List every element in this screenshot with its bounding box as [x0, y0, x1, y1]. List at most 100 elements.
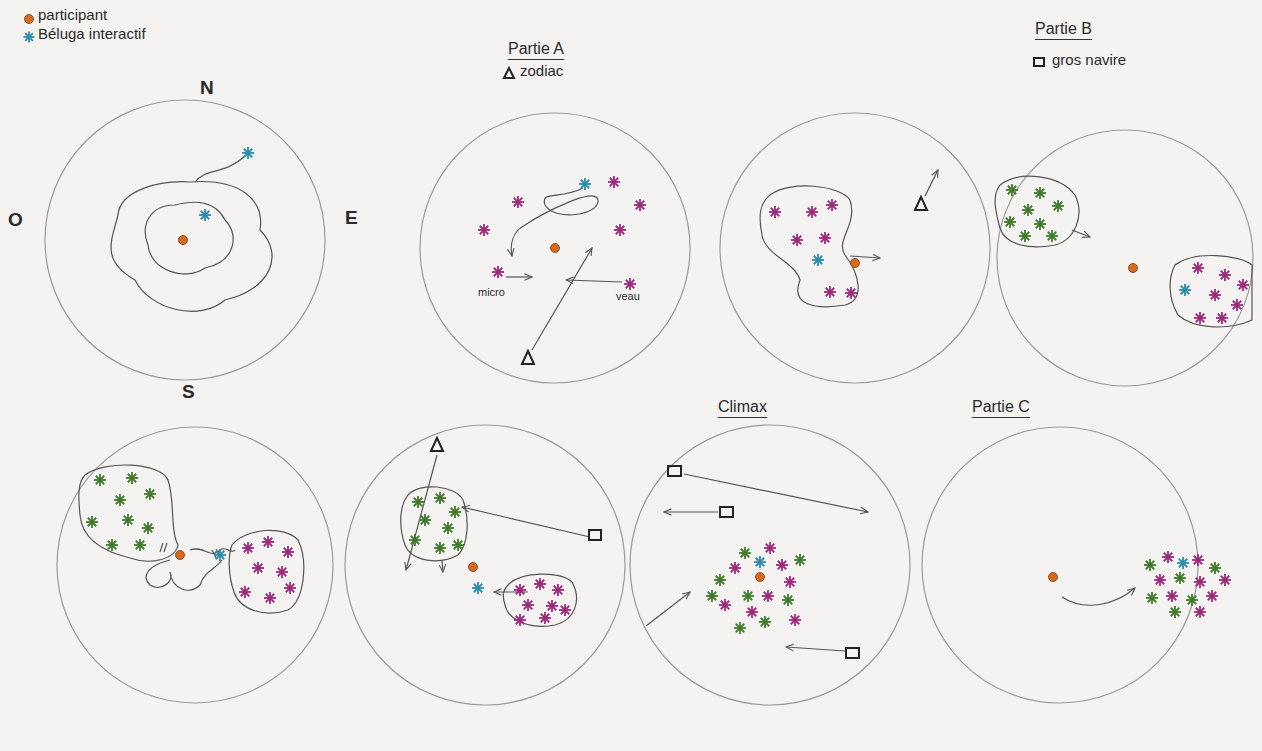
beluga-star	[454, 541, 462, 549]
beluga-star	[761, 618, 769, 626]
boat-symbols	[431, 197, 927, 658]
beluga-star	[1021, 232, 1029, 240]
panel-circles	[45, 100, 1253, 705]
compass-letter: N	[200, 78, 214, 99]
participant-dot	[1049, 573, 1058, 582]
compass-letter: O	[8, 210, 23, 231]
beluga-star	[1239, 281, 1247, 289]
beluga-star	[610, 178, 618, 186]
beluga-star	[786, 578, 794, 586]
beluga-star	[1054, 202, 1062, 210]
beluga-star	[766, 544, 774, 552]
legend-symbol	[502, 66, 516, 80]
beluga-star	[828, 201, 836, 209]
beluga-star	[1176, 574, 1184, 582]
beluga-star	[514, 198, 522, 206]
beluga-star	[1156, 576, 1164, 584]
legend-text: gros navire	[1052, 52, 1126, 69]
beluga-star	[748, 608, 756, 616]
beluga-star	[494, 268, 502, 276]
beluga-star	[1036, 220, 1044, 228]
beluga-star	[554, 586, 562, 594]
beluga-star	[144, 524, 152, 532]
participant-dot	[756, 573, 765, 582]
beluga-star	[1148, 594, 1156, 602]
beluga-star	[254, 564, 262, 572]
beluga-star	[278, 568, 286, 576]
beluga-star	[1164, 553, 1172, 561]
beluga-star	[1008, 186, 1016, 194]
beluga-star	[847, 289, 855, 297]
beluga-star	[1211, 564, 1219, 572]
beluga-star	[1179, 559, 1187, 567]
beluga-star	[793, 236, 801, 244]
beluga-star	[241, 588, 249, 596]
beluga-star	[1188, 596, 1196, 604]
beluga-star	[741, 549, 749, 557]
beluga-star	[1194, 556, 1202, 564]
beluga-star	[778, 561, 786, 569]
part-title: Partie B	[1035, 20, 1092, 40]
beluga-star	[516, 586, 524, 594]
legend-swatch	[22, 12, 36, 26]
beluga-star	[244, 544, 252, 552]
beluga-star	[1168, 592, 1176, 600]
beluga-star	[201, 211, 209, 219]
part-title: Climax	[718, 398, 767, 418]
beluga-star	[284, 548, 292, 556]
note-label: micro	[478, 286, 505, 298]
beluga-star	[731, 564, 739, 572]
beluga-star	[1181, 286, 1189, 294]
beluga-marks	[86, 147, 1249, 634]
beluga-star	[266, 594, 274, 602]
beluga-star	[1024, 206, 1032, 214]
beluga-star	[1221, 271, 1229, 279]
beluga-star	[808, 208, 816, 216]
beluga-star	[826, 288, 834, 296]
beluga-star	[436, 544, 444, 552]
beluga-star	[1196, 314, 1204, 322]
beluga-star	[1221, 576, 1229, 584]
beluga-star	[536, 580, 544, 588]
participant-dot	[469, 563, 478, 572]
beluga-star	[821, 234, 829, 242]
beluga-star	[436, 494, 444, 502]
beluga-star	[1036, 189, 1044, 197]
beluga-star	[561, 606, 569, 614]
legend-text: zodiac	[520, 63, 563, 80]
beluga-star	[108, 541, 116, 549]
beluga-star	[1006, 218, 1014, 226]
beluga-star	[744, 592, 752, 600]
beluga-star	[136, 541, 144, 549]
beluga-star	[286, 584, 294, 592]
beluga-star	[791, 616, 799, 624]
legend-text: Béluga interactif	[38, 26, 146, 43]
beluga-star	[480, 226, 488, 234]
beluga-star	[581, 180, 589, 188]
beluga-star	[1233, 301, 1241, 309]
beluga-star	[1194, 264, 1202, 272]
beluga-star	[216, 551, 224, 559]
beluga-star	[1171, 608, 1179, 616]
beluga-star	[721, 601, 729, 609]
beluga-star	[516, 616, 524, 624]
participant-dot	[25, 15, 34, 24]
beluga-star	[814, 256, 822, 264]
beluga-star	[264, 538, 272, 546]
beluga-star	[636, 201, 644, 209]
beluga-star	[541, 614, 549, 622]
legend-text: participant	[38, 7, 107, 24]
participant-dot	[179, 236, 188, 245]
beluga-star	[796, 556, 804, 564]
legend-symbol	[1032, 55, 1046, 69]
beluga-star	[771, 208, 779, 216]
beluga-star	[116, 496, 124, 504]
beluga-star	[411, 536, 419, 544]
part-title: Partie C	[972, 398, 1030, 418]
beluga-star	[96, 476, 104, 484]
participant-dot	[851, 259, 860, 268]
beluga-star	[474, 584, 482, 592]
beluga-star	[1048, 232, 1056, 240]
beluga-star	[244, 149, 252, 157]
